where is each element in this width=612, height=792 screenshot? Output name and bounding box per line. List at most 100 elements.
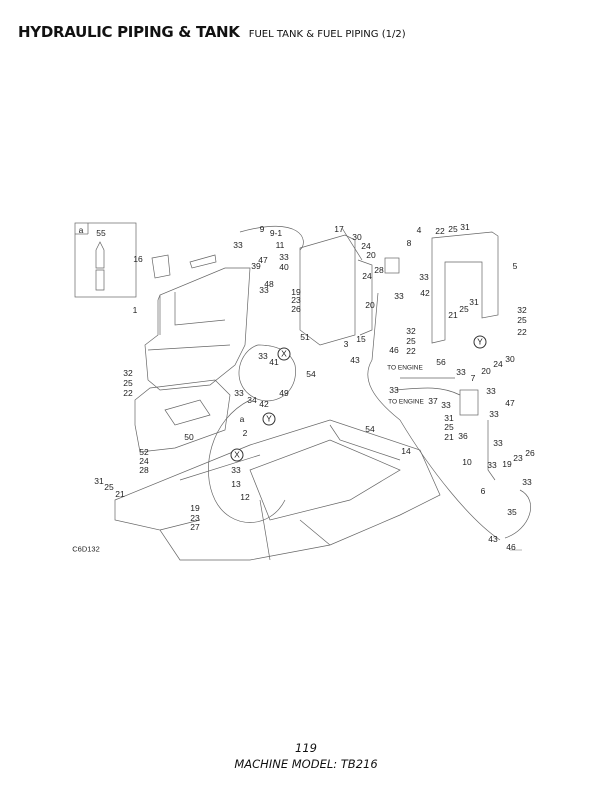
part-callout: 15 [356, 334, 366, 344]
part-callout: 33 [487, 460, 497, 470]
part-callout: 23 [513, 453, 523, 463]
part-callout: 27 [190, 522, 200, 532]
part-callout: 33 [489, 409, 499, 419]
part-callout: 13 [231, 479, 241, 489]
part-callout: 33 [456, 367, 466, 377]
part-callout: 20 [481, 366, 491, 376]
part-callout: 30 [505, 354, 515, 364]
part-callout: 19 [502, 459, 512, 469]
machine-model: MACHINE MODEL: TB216 [234, 757, 378, 771]
panel [299, 234, 356, 346]
part-callout: a [78, 225, 84, 235]
part-callout: 25 [104, 482, 114, 492]
part-callout: 22 [435, 226, 445, 236]
part-callout: 33 [493, 438, 503, 448]
part-callout: 25 [406, 336, 416, 346]
part-callout: 37 [428, 396, 438, 406]
part-callout: 54 [365, 424, 375, 434]
part-callout: 25 [444, 422, 454, 432]
part-callout: 16 [133, 254, 143, 264]
part-callout: 3 [343, 339, 349, 349]
part-callout: 39 [251, 261, 261, 271]
part-callout: 50 [184, 432, 194, 442]
part-callout: 25 [459, 304, 469, 314]
part-callout: 24 [362, 271, 372, 281]
section-title: HYDRAULIC PIPING & TANK [18, 23, 240, 41]
part-callout: 33 [441, 400, 451, 410]
part-callout: a [239, 414, 245, 424]
part-callout: 22 [406, 346, 416, 356]
part-callout: 35 [507, 507, 517, 517]
part-callout: 25 [123, 378, 133, 388]
part-callout: 56 [436, 357, 446, 367]
part-callout: 33 [233, 240, 243, 250]
part-callout: 46 [506, 542, 516, 552]
part-callout: 55 [96, 228, 106, 238]
part-callout: 9-1 [269, 228, 283, 238]
part-callout: 8 [406, 238, 412, 248]
part-callout: 40 [279, 262, 289, 272]
part-callout: 33 [486, 386, 496, 396]
tank-frame [134, 379, 231, 453]
part-callout: 28 [374, 265, 384, 275]
part-callout: 41 [269, 357, 279, 367]
part-callout: 22 [123, 388, 133, 398]
part-callout: 23 [291, 295, 301, 305]
part-callout: 1 [132, 305, 138, 315]
part-callout: 47 [505, 398, 515, 408]
part-callout: 33 [234, 388, 244, 398]
part-callout: 36 [458, 431, 468, 441]
part-callout: 24 [139, 456, 149, 466]
detail-reference-marker: X [277, 347, 291, 361]
detail-reference-marker: X [230, 448, 244, 462]
part-callout: 14 [401, 446, 411, 456]
part-callout: 26 [525, 448, 535, 458]
part-callout: 43 [488, 534, 498, 544]
part-callout: 32 [406, 326, 416, 336]
part-callout: 9 [259, 224, 265, 234]
part-callout: 33 [231, 465, 241, 475]
part-callout: 52 [139, 447, 149, 457]
chassis [114, 419, 441, 561]
part-callout: 54 [306, 369, 316, 379]
part-callout: 30 [352, 232, 362, 242]
part-callout: 51 [300, 332, 310, 342]
part-callout: 28 [139, 465, 149, 475]
part-callout: 25 [448, 224, 458, 234]
part-callout: 33 [279, 252, 289, 262]
part-callout: 26 [291, 304, 301, 314]
page-number: 119 [295, 741, 317, 755]
part-callout: 20 [366, 250, 376, 260]
part-callout: 19 [190, 503, 200, 513]
part-callout: 21 [444, 432, 454, 442]
detail-reference-marker: Y [473, 335, 487, 349]
part-callout: 24 [361, 241, 371, 251]
part-callout: 12 [240, 492, 250, 502]
part-callout: 25 [517, 315, 527, 325]
routing-annotation: TO ENGINE [387, 364, 423, 372]
part-callout: 31 [460, 222, 470, 232]
fuel-tank [144, 267, 251, 391]
part-callout: 31 [94, 476, 104, 486]
part-callout: 48 [264, 279, 274, 289]
part-callout: 19 [291, 287, 301, 297]
part-callout: 33 [259, 285, 269, 295]
part-callout: 5 [512, 261, 518, 271]
part-callout: 17 [334, 224, 344, 234]
diagram-code: C6D132 [72, 544, 100, 554]
part-callout: 33 [389, 385, 399, 395]
part-callout: 33 [419, 272, 429, 282]
part-callout: 2 [242, 428, 248, 438]
part-callout: 33 [258, 351, 268, 361]
part-callout: 43 [350, 355, 360, 365]
part-callout: 33 [394, 291, 404, 301]
part-callout: 46 [389, 345, 399, 355]
part-callout: 33 [522, 477, 532, 487]
part-callout: 47 [258, 255, 268, 265]
part-callout: 23 [190, 513, 200, 523]
part-callout: 21 [115, 489, 125, 499]
part-callout: 34 [247, 395, 257, 405]
section-subtitle: FUEL TANK & FUEL PIPING (1/2) [248, 29, 406, 40]
part-callout: 4 [416, 225, 422, 235]
